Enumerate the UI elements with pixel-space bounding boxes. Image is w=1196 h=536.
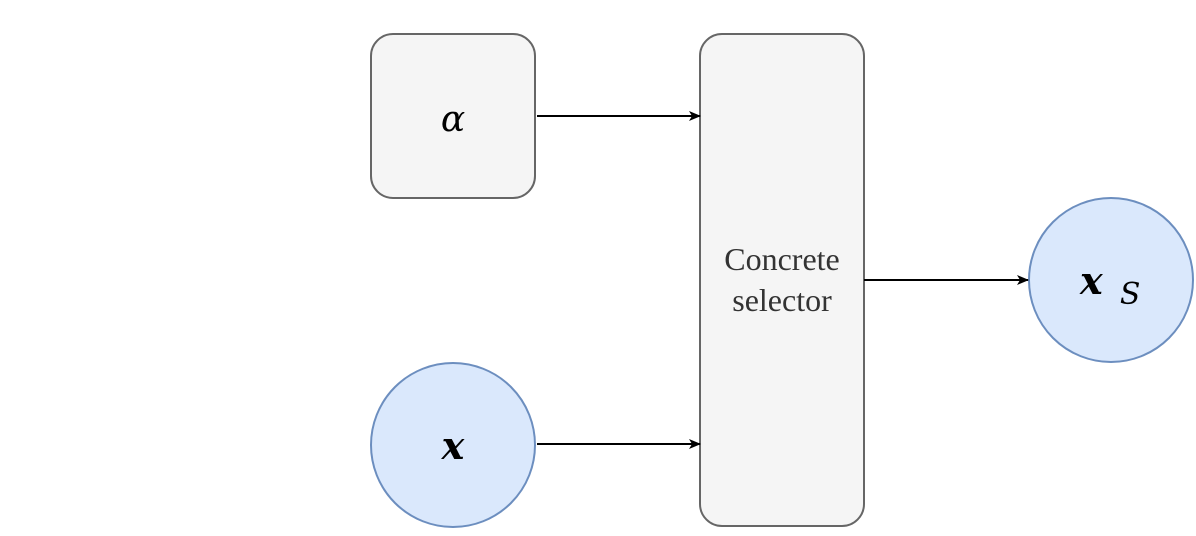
x-node: x <box>370 362 536 528</box>
x-node-circle <box>370 362 536 528</box>
concrete-selector-label-line1: Concrete <box>724 241 840 277</box>
xs-node-circle <box>1028 197 1194 363</box>
alpha-node-box <box>370 33 536 199</box>
x-node-label: x <box>441 423 466 468</box>
xs-node: x S <box>1028 197 1194 363</box>
xs-node-label-subscript: S <box>1120 277 1141 312</box>
concrete-selector-box <box>699 33 865 527</box>
concrete-selector-label-line2: selector <box>732 282 832 318</box>
alpha-node-label: α <box>441 99 465 140</box>
xs-node-label: x S <box>1079 258 1140 312</box>
concrete-selector-node: Concrete selector <box>699 33 865 527</box>
xs-node-label-main: x <box>1079 258 1104 303</box>
alpha-node: α <box>370 33 536 199</box>
